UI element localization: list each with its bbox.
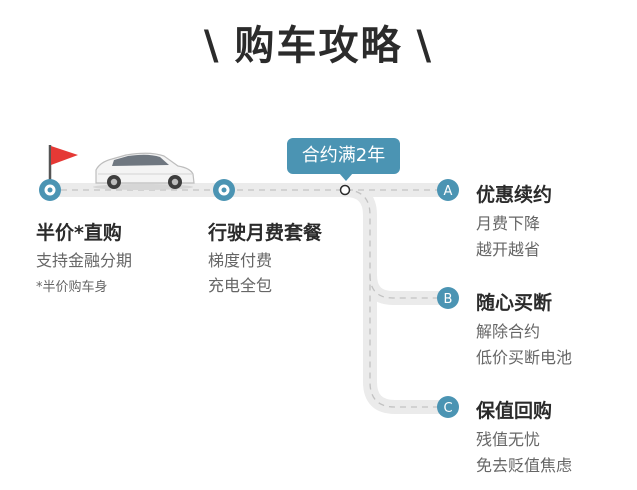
- step-2-line-2: 充电全包: [208, 276, 273, 295]
- road-b-lane: [369, 274, 440, 299]
- start-node: [39, 179, 61, 201]
- package-node: [213, 179, 235, 201]
- option-a-line-1: 月费下降: [476, 214, 541, 233]
- option-c-line-2: 免去贬值焦虑: [476, 456, 573, 475]
- option-c-marker: C: [437, 396, 459, 418]
- option-c-title: 保值回购: [476, 400, 553, 422]
- junction-node: [339, 184, 351, 196]
- step-2-title: 行驶月费套餐: [208, 222, 323, 244]
- step-1-line-1: 支持金融分期: [36, 251, 133, 270]
- page-title: \ 购车攻略 \: [0, 18, 637, 74]
- option-b-marker: B: [437, 287, 459, 309]
- option-c-line-1: 残值无忧: [476, 430, 541, 449]
- option-a-letter: A: [444, 184, 453, 199]
- option-a-title: 优惠续约: [476, 184, 553, 206]
- step-1-note: *半价购车身: [36, 280, 108, 295]
- option-b-title: 随心买断: [476, 292, 553, 314]
- option-b-line-1: 解除合约: [476, 322, 541, 341]
- contract-callout: 合约满2年: [287, 138, 400, 181]
- option-c-letter: C: [443, 401, 452, 416]
- option-b-letter: B: [444, 292, 453, 307]
- option-b-line-2: 低价买断电池: [476, 348, 573, 367]
- road-branch-lane: [344, 189, 440, 408]
- flag-icon: [48, 145, 78, 184]
- road-b-link: [363, 268, 455, 305]
- car-icon: [93, 152, 195, 190]
- step-2-line-1: 梯度付费: [208, 251, 273, 270]
- title-text: 购车攻略: [234, 23, 403, 69]
- title-right-mark: \: [416, 23, 434, 69]
- title-left-mark: \: [203, 23, 221, 69]
- option-a-marker: A: [437, 179, 459, 201]
- step-1-title: 半价*直购: [36, 222, 122, 244]
- option-a-line-2: 越开越省: [476, 240, 541, 259]
